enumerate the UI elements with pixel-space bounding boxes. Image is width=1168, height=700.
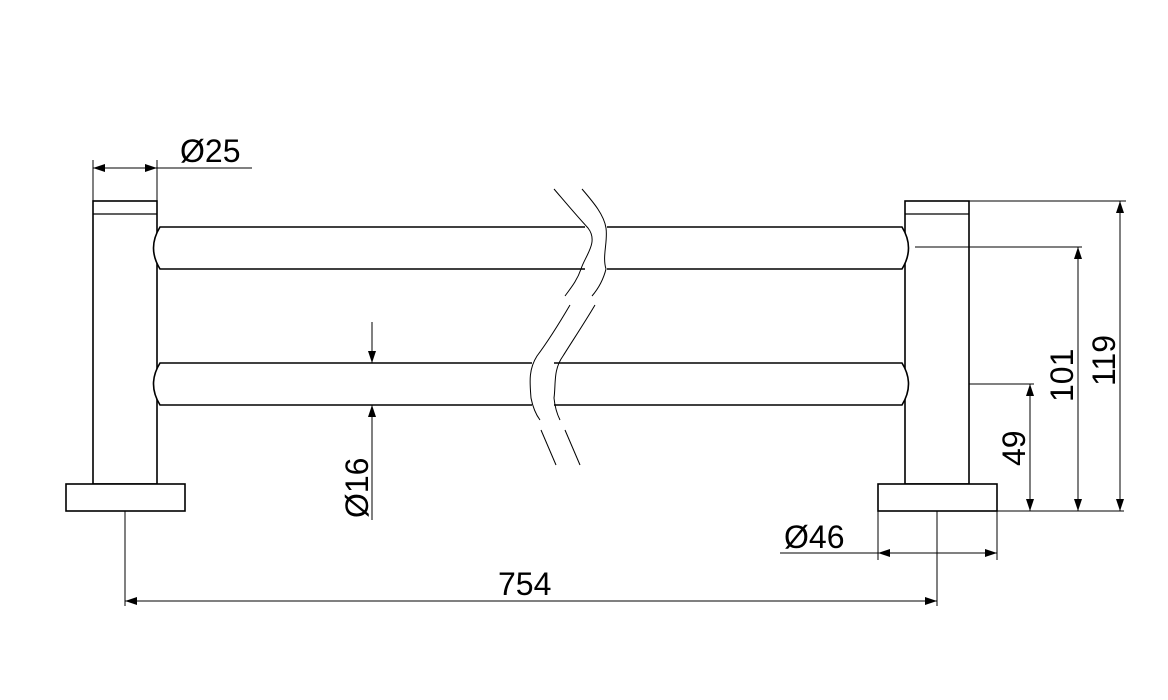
- dimension-total-height: 119: [969, 200, 1126, 511]
- dimension-bar-diameter: Ø25: [92, 133, 252, 201]
- right-post: [877, 200, 998, 512]
- tube-diameter-label: Ø16: [339, 458, 375, 518]
- upper-rail-body: [152, 226, 910, 270]
- left-post: [65, 200, 186, 512]
- right-post-body: [904, 200, 970, 485]
- lower-rail: [152, 362, 910, 406]
- dimension-upper-rail-height: 101: [915, 246, 1082, 511]
- dimension-overall-length: 754: [124, 511, 938, 606]
- dimension-lower-rail-height: 49: [969, 383, 1124, 512]
- break-line-lower-b: [553, 304, 596, 421]
- left-base-plate: [65, 483, 186, 512]
- upper-rail-height-label: 101: [1044, 349, 1080, 402]
- total-height-label: 119: [1086, 335, 1122, 386]
- right-base-plate: [877, 483, 998, 512]
- overall-length-label: 754: [498, 566, 551, 602]
- break-line-lower-c: [540, 429, 557, 466]
- base-diameter-label: Ø46: [784, 519, 844, 555]
- lower-rail-height-label: 49: [996, 430, 1032, 466]
- break-line-lower-a: [529, 304, 571, 421]
- break-line-lower-d: [564, 429, 581, 466]
- lower-rail-body: [152, 362, 910, 406]
- break-marks: [529, 188, 607, 466]
- dimension-tube-diameter: Ø16: [339, 322, 376, 520]
- break-line-upper-a: [553, 188, 593, 297]
- upper-rail: [152, 226, 910, 270]
- break-line-upper-b: [581, 188, 607, 297]
- bar-diameter-label: Ø25: [180, 133, 240, 169]
- dimension-base-diameter: Ø46: [780, 511, 998, 560]
- left-post-body: [92, 200, 158, 485]
